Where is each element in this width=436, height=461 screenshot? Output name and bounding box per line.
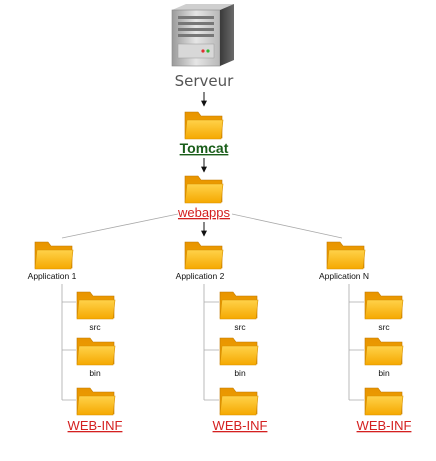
server-node: Serveur	[171, 4, 235, 90]
folder-icon	[76, 337, 116, 366]
application-label: Application 2	[176, 271, 225, 281]
tomcat-node: Tomcat	[180, 111, 229, 156]
tree-connector	[348, 284, 364, 401]
tomcat-label[interactable]: Tomcat	[180, 140, 229, 156]
webinf-label[interactable]: WEB-INF	[357, 418, 412, 433]
src-label: src	[234, 322, 246, 332]
folder-icon	[364, 291, 404, 320]
folder-icon	[76, 291, 116, 320]
bin-label: bin	[378, 368, 390, 378]
folder-icon	[219, 291, 259, 320]
folder-icon	[34, 241, 74, 270]
server-label: Serveur	[175, 72, 235, 90]
application-node: Application 1 src bin WEB-INF	[28, 241, 123, 433]
application-label: Application N	[319, 271, 369, 281]
src-label: src	[89, 322, 101, 332]
connector-webapps-app-1	[61, 213, 179, 239]
bin-label: bin	[234, 368, 246, 378]
folder-icon	[219, 387, 259, 416]
connector-webapps-app-n	[231, 213, 343, 239]
folder-icon	[184, 241, 224, 270]
application-label: Application 1	[28, 271, 77, 281]
application-node: Application 2 src bin WEB-INF	[176, 241, 268, 433]
server-tower-icon	[171, 4, 234, 67]
folder-icon	[364, 387, 404, 416]
folder-icon	[184, 175, 224, 204]
tree-connector	[203, 284, 219, 401]
bin-label: bin	[89, 368, 101, 378]
webapps-node: webapps	[177, 175, 231, 220]
webinf-label[interactable]: WEB-INF	[213, 418, 268, 433]
folder-icon	[326, 241, 366, 270]
webapps-label[interactable]: webapps	[177, 205, 231, 220]
application-node: Application N src bin WEB-INF	[319, 241, 412, 433]
webinf-label[interactable]: WEB-INF	[68, 418, 123, 433]
tree-connector	[61, 284, 76, 401]
folder-icon	[76, 387, 116, 416]
folder-icon	[364, 337, 404, 366]
folder-icon	[219, 337, 259, 366]
folder-icon	[184, 111, 224, 140]
src-label: src	[378, 322, 390, 332]
